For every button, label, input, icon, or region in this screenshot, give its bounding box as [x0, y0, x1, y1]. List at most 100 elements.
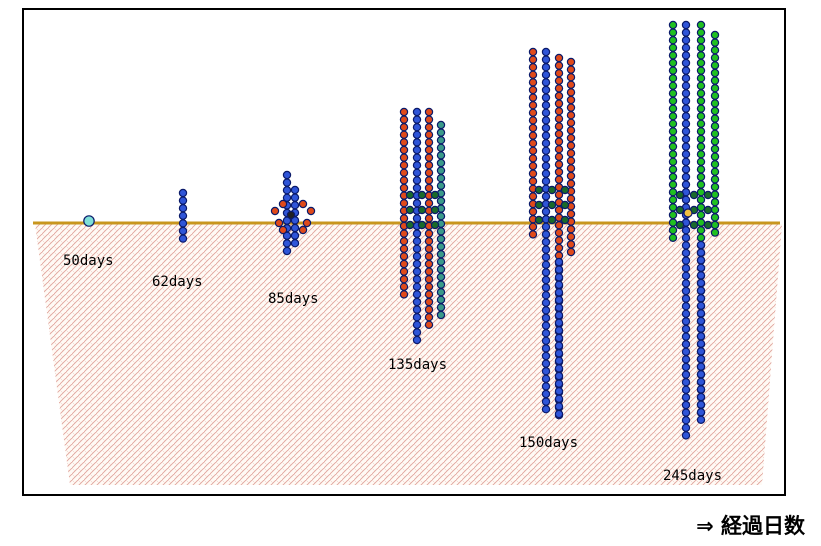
root-bead — [681, 241, 691, 250]
root-bead — [681, 66, 691, 75]
shoot-bead — [696, 51, 706, 60]
root-bead — [681, 271, 691, 280]
shoot-bead — [436, 120, 446, 130]
shoot-bead — [278, 225, 288, 235]
shoot-bead — [436, 211, 446, 221]
shoot-bead — [696, 36, 706, 45]
shoot-bead — [710, 137, 720, 146]
shoot-bead — [710, 152, 720, 161]
shoot-bead — [696, 43, 706, 53]
node-bead — [286, 210, 296, 220]
shoot-bead — [554, 68, 564, 78]
root-bead — [681, 400, 691, 410]
shoot-bead — [399, 198, 409, 208]
root-bead — [412, 313, 422, 322]
root-bead — [178, 196, 188, 205]
shoot-bead — [399, 290, 409, 299]
shoot-bead — [436, 128, 446, 137]
root-bead — [554, 341, 564, 350]
root-bead — [541, 62, 551, 72]
shoot-bead — [399, 107, 409, 117]
shoot-bead — [424, 259, 434, 269]
shoot-bead — [424, 297, 434, 307]
shoot-bead — [566, 194, 576, 203]
shoot-bead — [710, 197, 720, 207]
seed-bead — [83, 215, 95, 227]
root-bead — [178, 226, 188, 236]
root-bead — [412, 328, 422, 337]
root-bead — [681, 370, 691, 379]
root-bead — [681, 225, 691, 235]
root-bead — [681, 302, 691, 311]
shoot-bead — [424, 130, 434, 139]
plant-245days — [668, 20, 720, 440]
shoot-bead — [528, 85, 538, 95]
shoot-bead — [668, 51, 678, 60]
shoot-bead — [424, 313, 434, 322]
shoot-bead — [710, 205, 720, 214]
shoot-bead — [710, 91, 720, 101]
shoot-bead — [696, 20, 706, 30]
stage-label-62days: 62days — [152, 274, 203, 290]
shoot-bead — [399, 160, 409, 170]
shoot-bead — [528, 146, 538, 155]
shoot-bead — [560, 200, 570, 210]
root-bead — [412, 252, 422, 261]
root-bead — [541, 321, 551, 330]
shoot-bead — [566, 232, 576, 241]
plant-135days — [399, 107, 446, 345]
shoot-bead — [710, 121, 720, 131]
shoot-bead — [424, 138, 434, 147]
shoot-bead — [424, 176, 434, 185]
shoot-bead — [554, 144, 564, 154]
root-bead — [541, 85, 551, 95]
root-bead — [681, 142, 691, 151]
root-bead — [681, 340, 691, 349]
shoot-bead — [566, 224, 576, 234]
root-bead — [541, 306, 551, 315]
shoot-bead — [554, 228, 564, 237]
shoot-bead — [668, 104, 678, 113]
shoot-bead — [710, 220, 720, 230]
shoot-bead — [436, 249, 446, 259]
shoot-bead — [710, 53, 720, 63]
shoot-bead — [554, 129, 564, 139]
shoot-bead — [430, 220, 440, 230]
shoot-bead — [554, 114, 564, 124]
root-bead — [412, 259, 422, 269]
shoot-bead — [566, 148, 576, 158]
shoot-bead — [554, 137, 564, 146]
root-bead — [282, 185, 292, 195]
root-bead — [290, 193, 300, 202]
root-bead — [178, 203, 188, 213]
shoot-bead — [710, 144, 720, 154]
root-bead — [541, 313, 551, 323]
shoot-bead — [554, 205, 564, 215]
root-bead — [696, 362, 706, 371]
shoot-bead — [399, 282, 409, 291]
shoot-bead — [696, 134, 706, 144]
shoot-bead — [696, 225, 706, 235]
shoot-bead — [424, 198, 434, 208]
root-bead — [541, 329, 551, 338]
root-bead — [696, 316, 706, 326]
shoot-bead — [436, 257, 446, 266]
shoot-bead — [668, 134, 678, 144]
shoot-bead — [696, 157, 706, 166]
stage-label-135days: 135days — [388, 357, 447, 373]
shoot-bead — [528, 161, 538, 171]
root-bead — [696, 392, 706, 402]
root-bead — [681, 157, 691, 166]
shoot-bead — [566, 141, 576, 150]
shoot-bead — [710, 99, 720, 108]
shoot-bead — [554, 84, 564, 93]
root-bead — [541, 237, 551, 247]
root-bead — [290, 223, 300, 233]
root-bead — [412, 122, 422, 132]
shoot-bead — [436, 227, 446, 236]
root-bead — [541, 253, 551, 262]
root-bead — [696, 347, 706, 356]
shoot-bead — [436, 181, 446, 190]
shoot-bead — [554, 53, 564, 63]
root-bead — [541, 47, 551, 57]
